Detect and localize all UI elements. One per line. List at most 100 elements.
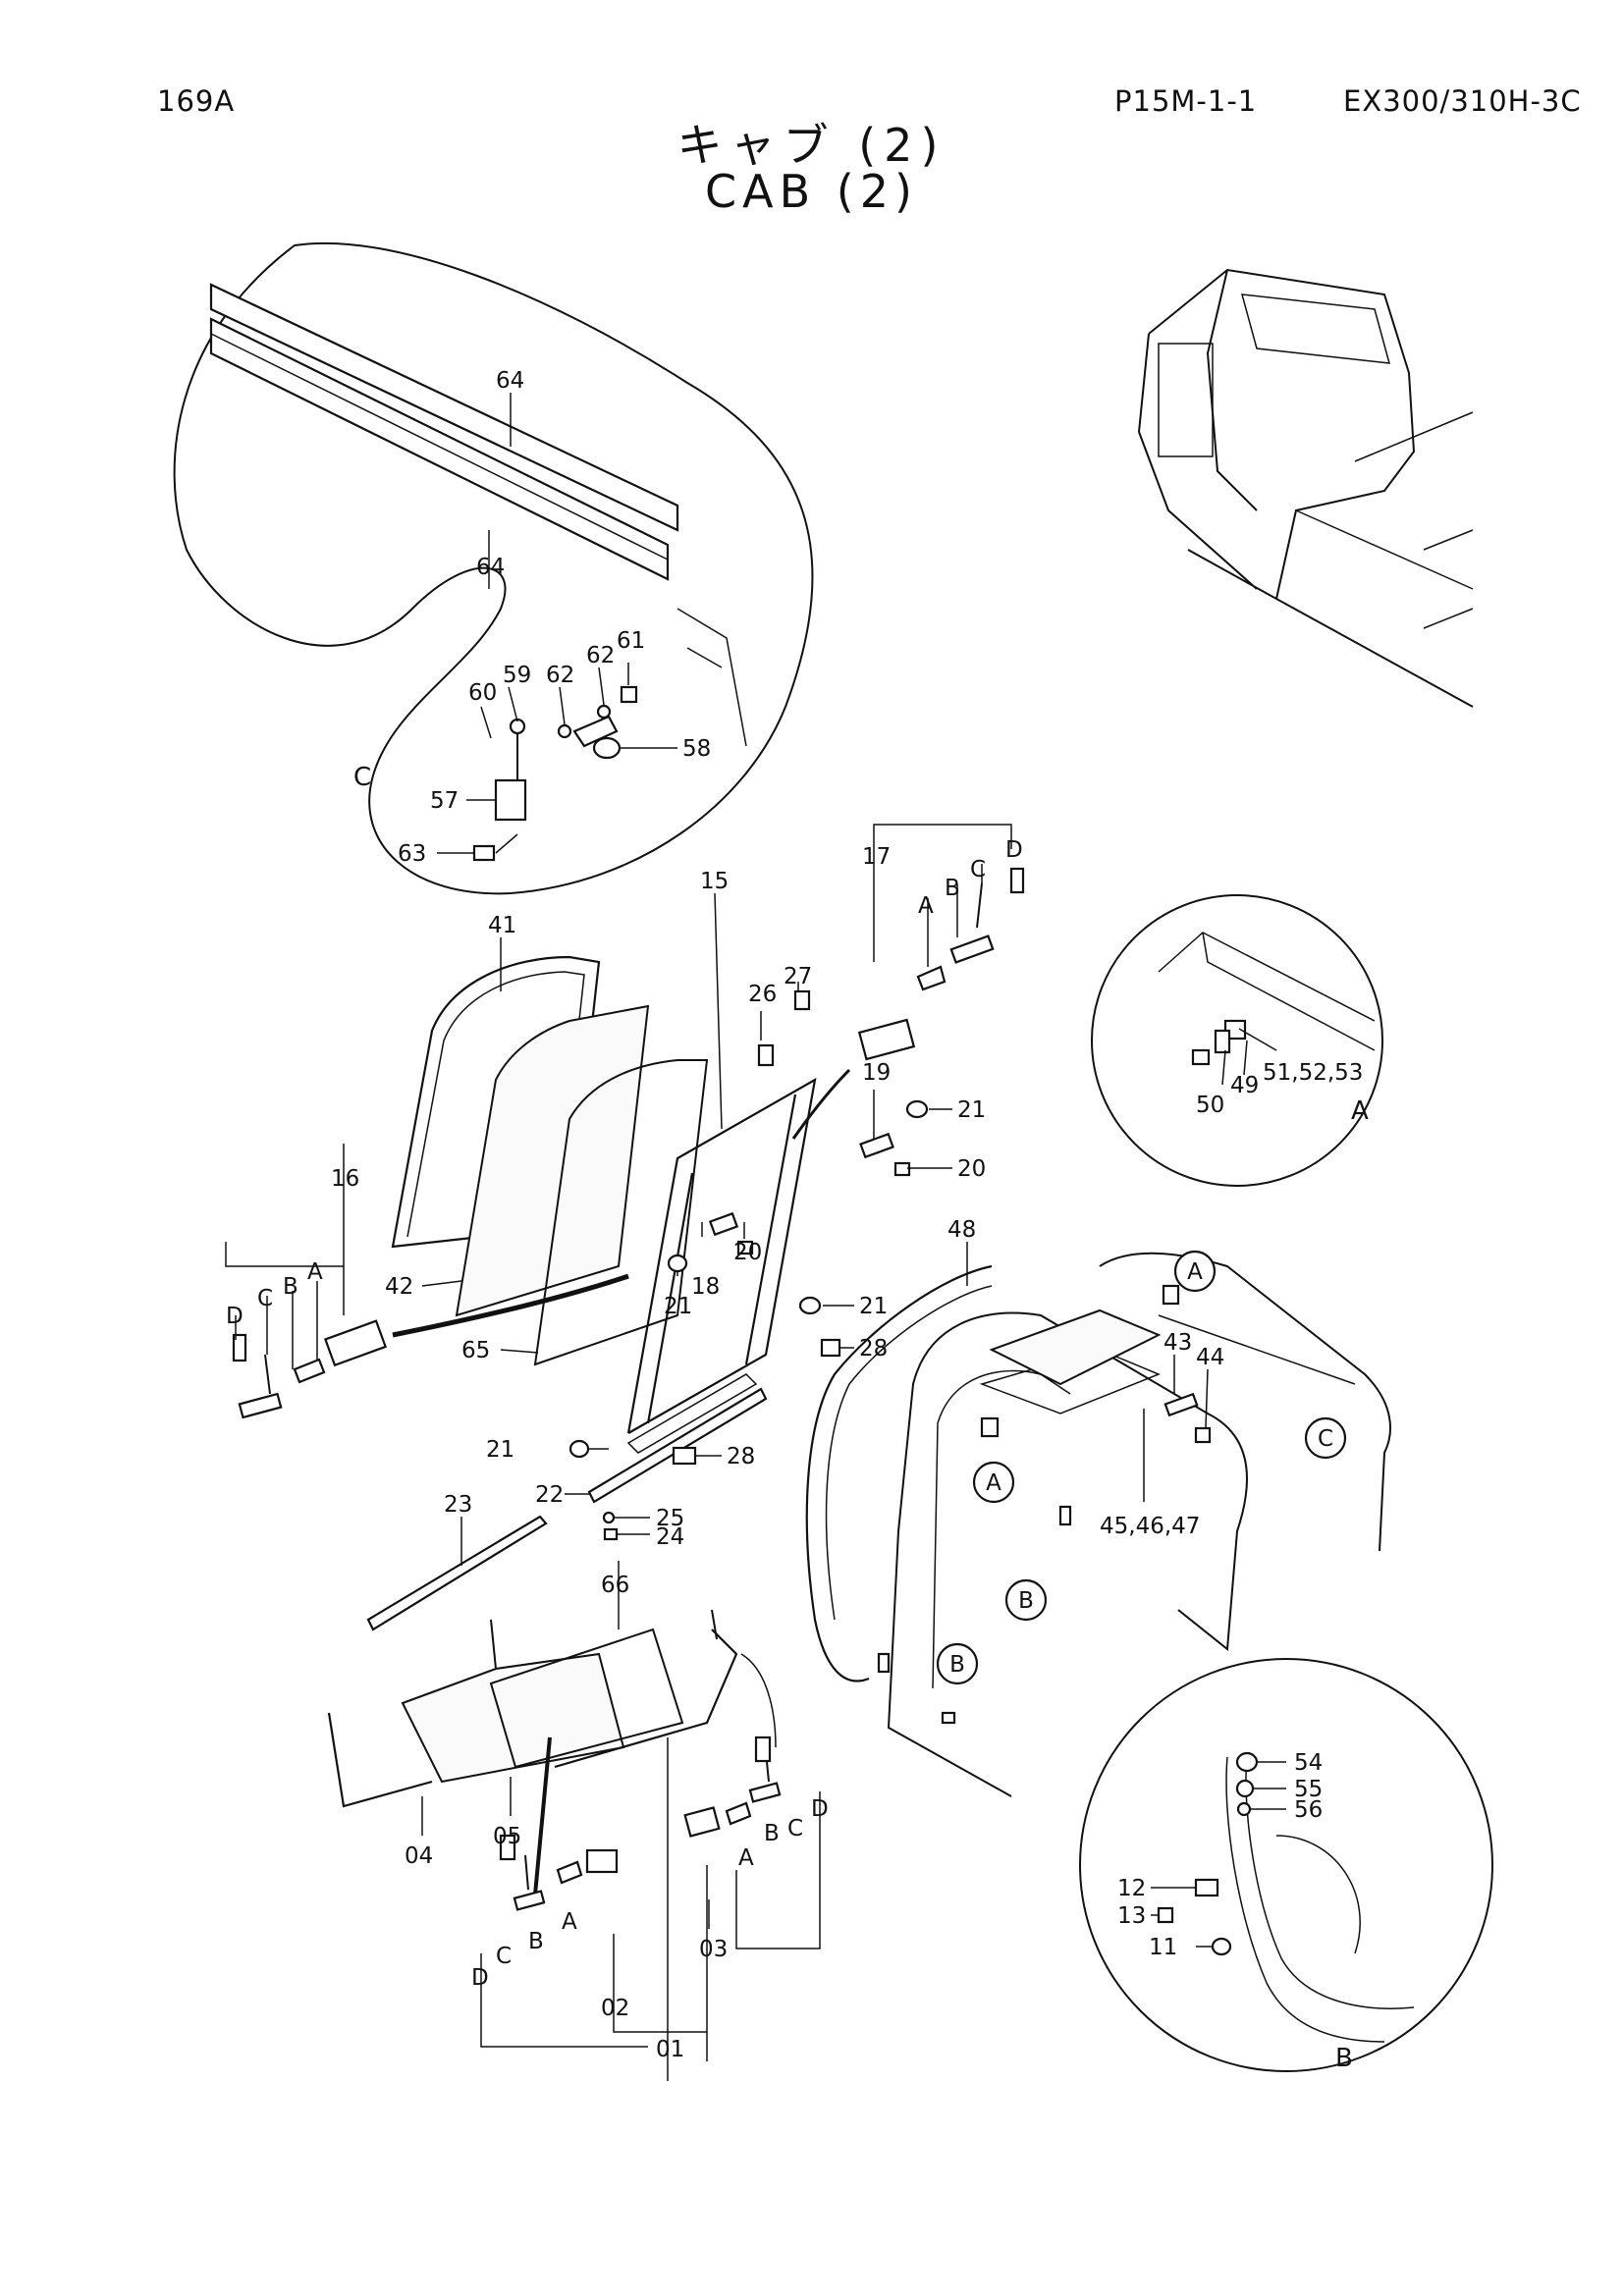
label-16: 16 [331,1166,359,1192]
label-03: 03 [699,1937,728,1962]
bolt-61 [620,685,638,704]
nut-27 [793,989,811,1011]
sleeve-03B [748,1782,782,1803]
detail-a-label: A [1351,1096,1369,1126]
spring-02A [556,1860,583,1885]
cap-54 [1235,1751,1259,1773]
ref-circle-b-low [936,1642,979,1685]
label-45-46-47: 45,46,47 [1100,1514,1200,1539]
spring-03A [725,1801,752,1826]
weather-strip-64-lower [209,317,670,581]
glass-42 [455,1004,650,1317]
label-56: 56 [1294,1797,1323,1823]
ref-a-top-text: A [1187,1259,1203,1285]
plate-B-bottom [941,1711,956,1725]
label-65: 65 [461,1338,490,1363]
roller-21a [905,1099,929,1119]
stopper-11 [1211,1937,1232,1956]
label-54: 54 [1294,1750,1323,1776]
label-20b: 20 [733,1240,762,1265]
label-26: 26 [748,982,777,1007]
label-42: 42 [385,1274,413,1300]
label-49: 49 [1230,1073,1259,1098]
nut-26 [757,1043,775,1067]
detail-b-frame-edge [1225,1756,1385,2043]
label-01: 01 [656,2037,684,2062]
latch-16 [323,1319,388,1367]
roller-21d [568,1439,590,1459]
pin-16D [232,1333,247,1362]
detail-a-outline [1091,894,1383,1187]
stopper-28a [820,1338,841,1358]
label-28b: 28 [727,1444,755,1469]
label-41: 41 [488,913,516,938]
label-21c: 21 [859,1294,888,1319]
roof-hatch-glass [989,1308,1162,1386]
bolt-63 [472,844,496,862]
label-21a: 21 [957,1097,986,1123]
door-frame-inner [932,1369,1071,1689]
label-05: 05 [493,1824,521,1849]
glass-65 [533,1059,709,1366]
pin-17D [1009,867,1025,894]
glass-66 [489,1628,684,1769]
weather-strip-48 [805,1264,993,1682]
page-title-japanese: キャブ (2) [676,119,947,172]
label-16D: D [226,1304,243,1329]
door-frame-outline [897,1311,1248,1651]
pin-03D [754,1735,772,1763]
spring-16A [293,1358,326,1384]
label-59: 59 [503,663,531,688]
label-16B: B [283,1274,298,1300]
page-code: 169A [157,84,236,118]
detail-b-group [1079,1658,1493,2072]
lock-plate-57 [494,778,527,822]
plate-49 [1214,1029,1231,1054]
slide-frame-15 [626,1077,817,1434]
frame-15-bottom-rail [626,1373,758,1454]
label-17B: B [945,876,960,901]
label-16A: A [307,1259,323,1285]
ref-circle-b-mid [1004,1578,1048,1622]
rod-17C [976,882,983,929]
label-50: 50 [1196,1093,1224,1118]
bracket-12 [1194,1878,1219,1897]
lower-window-group [327,1609,821,2081]
bolt-63-leader [495,833,518,854]
washer-62b [596,704,612,720]
bolt-20b [736,1240,754,1255]
label-03C: C [787,1816,803,1842]
label-63: 63 [398,841,426,867]
frame-04 [327,1712,433,1808]
label-19: 19 [862,1060,891,1086]
label-27: 27 [784,964,812,989]
label-23: 23 [444,1492,472,1518]
bolt-50 [1191,1048,1211,1066]
sleeve-16C [238,1392,283,1419]
label-66: 66 [601,1573,629,1598]
detail-b-outline [1079,1658,1493,2072]
weather-strip-41-inner [406,971,585,1238]
label-60: 60 [468,680,497,706]
label-43: 43 [1163,1330,1192,1356]
plate-B-lower [877,1652,891,1674]
detail-a-group [1091,894,1383,1187]
detail-b-label: B [1335,2044,1353,2073]
detail-b-frame-inner [1245,1751,1415,2009]
cable-17 [791,1068,851,1140]
label-28a: 28 [859,1336,888,1362]
plate-A [980,1416,1000,1438]
part-labels: 64 64 59 60 62 62 61 58 57 63 41 15 17 A… [226,368,1363,2062]
label-17A: A [918,893,934,919]
section-code: P15M-1-1 [1114,84,1258,118]
label-44: 44 [1196,1345,1224,1370]
washer-25 [602,1511,616,1524]
label-58: 58 [682,736,711,762]
roller-58 [592,736,622,760]
latch-03 [683,1806,721,1838]
weather-strip-48-inner [825,1285,993,1621]
door-frame-group [805,1252,1391,1797]
label-24: 24 [656,1524,684,1550]
screw-24 [603,1527,619,1541]
nut-56 [1236,1801,1252,1817]
